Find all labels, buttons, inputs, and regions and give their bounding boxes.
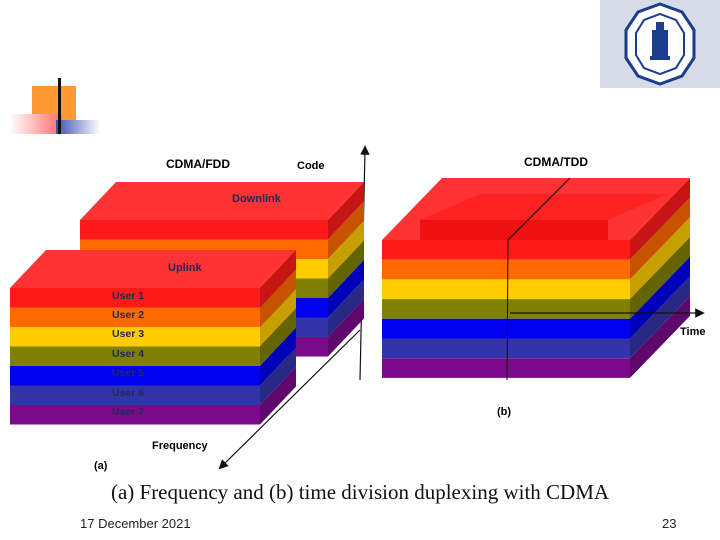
tdd-downlink-slot-front bbox=[420, 220, 608, 240]
downlink-layer-side bbox=[328, 182, 364, 240]
uplink-layer-side bbox=[260, 269, 296, 327]
tdd-layer-front bbox=[382, 259, 630, 280]
part-a-label: (a) bbox=[94, 460, 108, 472]
cdma-tdd-title: CDMA/TDD bbox=[524, 155, 588, 169]
user-label: User 5 bbox=[112, 367, 145, 379]
downlink-top-face bbox=[80, 182, 364, 220]
uplink-block bbox=[10, 250, 296, 425]
frequency-axis-line bbox=[218, 329, 361, 470]
cdma-fdd-title: CDMA/FDD bbox=[166, 157, 230, 171]
tdd-layer-front bbox=[382, 338, 630, 359]
uplink-label: Uplink bbox=[168, 262, 202, 274]
user-label: User 2 bbox=[112, 309, 145, 321]
corner-vertical-line bbox=[58, 78, 61, 134]
uplink-layer-front bbox=[10, 346, 260, 366]
uplink-layer-front bbox=[10, 405, 260, 425]
uplink-layer-side bbox=[260, 347, 296, 405]
user-label: User 6 bbox=[112, 387, 145, 399]
user-label: User 4 bbox=[112, 348, 145, 360]
tdd-layer-side bbox=[630, 296, 690, 378]
uplink-layer-side bbox=[260, 308, 296, 366]
tdd-layer-side bbox=[630, 217, 690, 300]
downlink-layer-side bbox=[328, 201, 364, 259]
frequency-axis-label: Frequency bbox=[152, 440, 208, 452]
downlink-label: Downlink bbox=[232, 193, 281, 205]
uplink-layer-front bbox=[10, 288, 260, 308]
downlink-layer-side bbox=[328, 279, 364, 337]
page-number: 23 bbox=[662, 516, 677, 531]
footer-date: 17 December 2021 bbox=[80, 516, 191, 531]
tdd-layer-front bbox=[382, 279, 630, 300]
corner-pink-bar bbox=[10, 114, 62, 134]
university-logo bbox=[600, 0, 720, 88]
tdd-downlink-slot bbox=[420, 194, 668, 220]
slide-caption: (a) Frequency and (b) time division dupl… bbox=[110, 480, 610, 504]
time-axis-label: Time bbox=[680, 326, 706, 338]
uplink-layer-side bbox=[260, 250, 296, 308]
tdd-layer-side bbox=[630, 237, 690, 319]
tdd-layer-front bbox=[382, 318, 630, 339]
user-label: User 7 bbox=[112, 406, 145, 418]
uplink-layer-front bbox=[10, 385, 260, 405]
user-label: User 1 bbox=[112, 290, 145, 302]
uplink-layer-side bbox=[260, 328, 296, 386]
uplink-top-face bbox=[10, 250, 296, 288]
tdd-layer-side bbox=[630, 178, 690, 260]
code-axis-label: Code bbox=[297, 160, 325, 172]
downlink-layer-front bbox=[80, 220, 328, 240]
corner-blue-bar bbox=[56, 120, 100, 134]
tdd-block bbox=[382, 178, 690, 378]
time-slot-divider-top bbox=[507, 177, 571, 241]
user-label: User 3 bbox=[112, 328, 145, 340]
downlink-layer-side bbox=[328, 221, 364, 279]
uplink-layer-side bbox=[260, 289, 296, 347]
uplink-layer-front bbox=[10, 307, 260, 327]
duplexing-diagram bbox=[10, 145, 705, 470]
tdd-layer-side bbox=[630, 256, 690, 339]
tdd-layer-side bbox=[630, 197, 690, 280]
tdd-layer-front bbox=[382, 299, 630, 319]
part-b-label: (b) bbox=[497, 406, 512, 418]
uplink-layer-front bbox=[10, 366, 260, 386]
tdd-layer-front bbox=[382, 358, 630, 378]
downlink-layer-side bbox=[328, 260, 364, 318]
time-slot-divider bbox=[506, 239, 509, 381]
tdd-layer-side bbox=[630, 276, 690, 359]
uplink-layer-side bbox=[260, 367, 296, 425]
downlink-layer-side bbox=[328, 299, 364, 357]
tdd-layer-front bbox=[382, 240, 630, 260]
uplink-layer-front bbox=[10, 327, 260, 347]
downlink-layer-side bbox=[328, 240, 364, 298]
